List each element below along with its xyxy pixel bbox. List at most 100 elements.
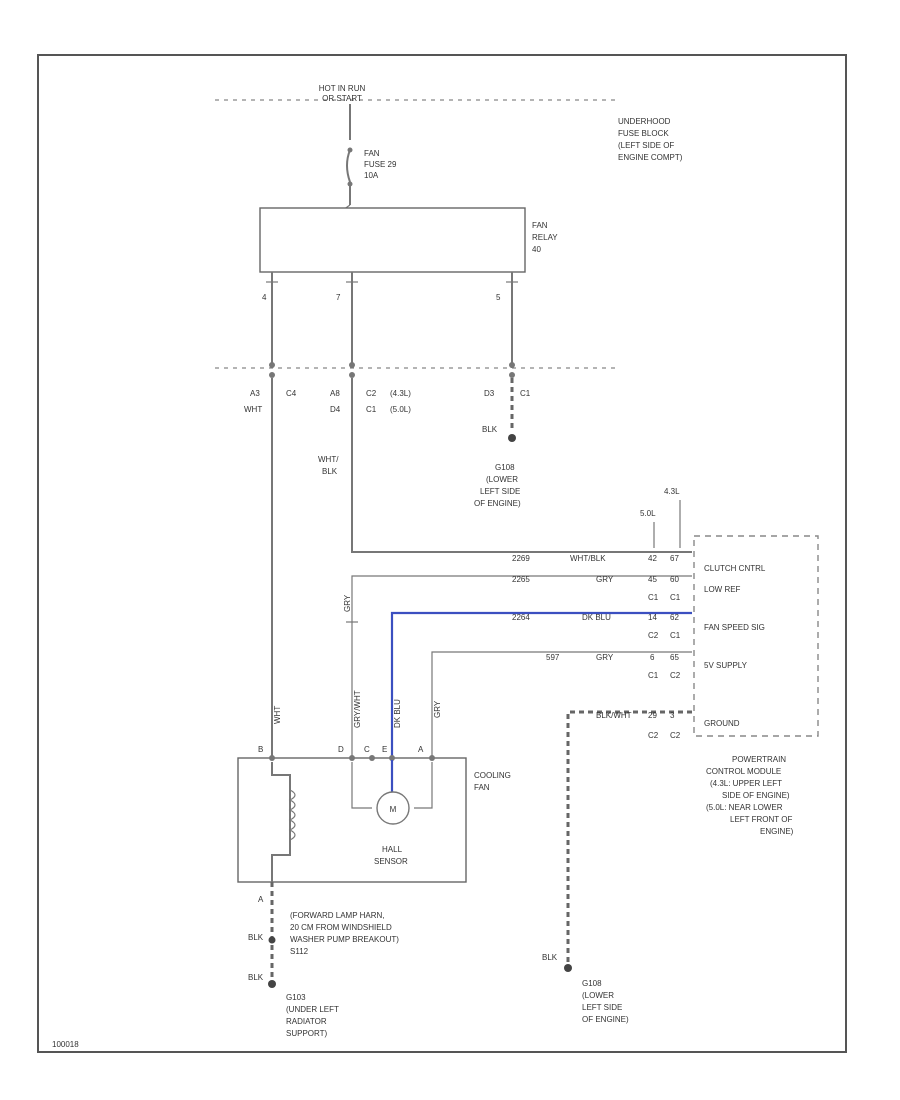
svg-text:65: 65 bbox=[670, 653, 679, 662]
ground-g108-top-2: (LOWER bbox=[486, 475, 518, 484]
svg-text:67: 67 bbox=[670, 554, 679, 563]
svg-text:DK BLU: DK BLU bbox=[582, 613, 611, 622]
fuse-label-2: FUSE 29 bbox=[364, 160, 397, 169]
hall-sensor-label-2: SENSOR bbox=[374, 857, 408, 866]
svg-text:3: 3 bbox=[670, 711, 675, 720]
relay-pin-4: 4 bbox=[262, 293, 267, 302]
svg-text:42: 42 bbox=[648, 554, 657, 563]
svg-text:5V SUPPLY: 5V SUPPLY bbox=[704, 661, 748, 670]
fuse-block-label-2: FUSE BLOCK bbox=[618, 129, 669, 138]
low-ref-wire bbox=[351, 575, 692, 760]
svg-text:C2: C2 bbox=[648, 631, 659, 640]
fan-pin-c: C bbox=[364, 745, 370, 754]
svg-text:GROUND: GROUND bbox=[704, 719, 740, 728]
pcm-box bbox=[693, 535, 819, 737]
svg-text:C2: C2 bbox=[670, 671, 681, 680]
conn-mid-pin-bottom: D4 bbox=[330, 405, 341, 414]
pcm-name: POWERTRAIN CONTROL MODULE (4.3L: UPPER L… bbox=[706, 755, 794, 836]
svg-text:597: 597 bbox=[546, 653, 560, 662]
fuse-block-label-3: (LEFT SIDE OF bbox=[618, 141, 674, 150]
engine-note-5-0: 5.0L bbox=[640, 509, 656, 518]
ground-g108-top-3: LEFT SIDE bbox=[480, 487, 520, 496]
svg-text:C2: C2 bbox=[670, 731, 681, 740]
svg-text:C1: C1 bbox=[670, 631, 681, 640]
five-volt-supply-wire bbox=[431, 651, 692, 760]
conn-left-pin: A3 bbox=[250, 389, 260, 398]
connector-pins bbox=[269, 362, 515, 378]
svg-text:C1: C1 bbox=[648, 671, 659, 680]
hall-sensor-lead-right bbox=[414, 762, 433, 809]
ground-g108-bottom: G108 bbox=[582, 979, 602, 988]
conn-left-color: WHT bbox=[244, 405, 262, 414]
svg-text:62: 62 bbox=[670, 613, 679, 622]
cooling-fan-label: COOLING bbox=[474, 771, 511, 780]
ground-g103-3: RADIATOR bbox=[286, 1017, 327, 1026]
svg-text:2265: 2265 bbox=[512, 575, 530, 584]
fan-relay-label: FAN bbox=[532, 221, 548, 230]
hall-sensor-label: HALL bbox=[382, 845, 403, 854]
ground-g103-2: (UNDER LEFT bbox=[286, 1005, 339, 1014]
pcm-ground-blk: BLK bbox=[542, 953, 558, 962]
fan-connector-pins bbox=[269, 755, 435, 761]
wire-label-dk-blu: DK BLU bbox=[393, 699, 402, 728]
conn-mid-conn-top: C2 bbox=[366, 389, 377, 398]
fuse-block-label: UNDERHOOD bbox=[618, 117, 671, 126]
fan-motor-label: M bbox=[390, 805, 397, 814]
clutch-control-wire bbox=[351, 378, 692, 553]
fan-motor-symbol bbox=[376, 791, 410, 825]
ground-g108-bottom-3: LEFT SIDE bbox=[582, 1003, 622, 1012]
fan-speed-signal-wire bbox=[390, 611, 692, 760]
svg-text:C1: C1 bbox=[648, 593, 659, 602]
wire-label-wht: WHT bbox=[273, 706, 282, 724]
splice-label: (FORWARD LAMP HARN, bbox=[290, 911, 385, 920]
svg-text:CLUTCH CNTRL: CLUTCH CNTRL bbox=[704, 564, 766, 573]
svg-text:ENGINE): ENGINE) bbox=[760, 827, 794, 836]
pcm-row-5: BLK/WHT 29 3 C2 C2 GROUND bbox=[596, 711, 740, 740]
pcm-row-1: 2269 WHT/BLK 42 67 CLUTCH CNTRL bbox=[512, 554, 766, 573]
fan-ground-splice bbox=[268, 936, 276, 944]
svg-text:29: 29 bbox=[648, 711, 657, 720]
fan-ground-blk-2: BLK bbox=[248, 973, 264, 982]
wire-label-gry-top: GRY bbox=[343, 594, 352, 612]
figure-id: 100018 bbox=[52, 1040, 79, 1049]
svg-text:SIDE OF ENGINE): SIDE OF ENGINE) bbox=[722, 791, 790, 800]
splice-label-4: S112 bbox=[290, 947, 309, 956]
fuse-symbol bbox=[346, 147, 353, 187]
svg-text:LEFT FRONT OF: LEFT FRONT OF bbox=[730, 815, 792, 824]
fan-motor-winding bbox=[271, 762, 291, 882]
fuse-block-label-4: ENGINE COMPT) bbox=[618, 153, 683, 162]
relay-ground-point bbox=[508, 434, 516, 442]
power-source-label: HOT IN RUN bbox=[319, 84, 366, 93]
conn-right-pin: D3 bbox=[484, 389, 495, 398]
splice-label-3: WASHER PUMP BREAKOUT) bbox=[290, 935, 399, 944]
svg-text:2269: 2269 bbox=[512, 554, 530, 563]
fan-relay-label-2: RELAY bbox=[532, 233, 558, 242]
pcm-row-2: 2265 GRY 45 60 C1 C1 LOW REF bbox=[512, 575, 741, 602]
conn-mid-note-top: (4.3L) bbox=[390, 389, 411, 398]
conn-mid-pin-top: A8 bbox=[330, 389, 340, 398]
relay-ground-color: BLK bbox=[482, 425, 498, 434]
fan-ground-pin: A bbox=[258, 895, 264, 904]
fan-ground-point bbox=[268, 980, 276, 988]
fan-relay-label-3: 40 bbox=[532, 245, 541, 254]
svg-text:(4.3L: UPPER LEFT: (4.3L: UPPER LEFT bbox=[710, 779, 782, 788]
svg-text:WHT/BLK: WHT/BLK bbox=[570, 554, 606, 563]
power-source-label-2: OR START bbox=[322, 94, 362, 103]
svg-text:6: 6 bbox=[650, 653, 655, 662]
svg-text:BLK/WHT: BLK/WHT bbox=[596, 711, 632, 720]
svg-text:45: 45 bbox=[648, 575, 657, 584]
wire-label-gry: GRY bbox=[433, 700, 442, 718]
svg-text:FAN SPEED SIG: FAN SPEED SIG bbox=[704, 623, 765, 632]
ground-g103: G103 bbox=[286, 993, 306, 1002]
cooling-fan-label-2: FAN bbox=[474, 783, 490, 792]
wht-blk-label: WHT/ bbox=[318, 455, 339, 464]
svg-text:GRY: GRY bbox=[596, 653, 614, 662]
fan-pin-d: D bbox=[338, 745, 344, 754]
fan-motor-coil bbox=[288, 789, 296, 841]
conn-mid-note-bottom: (5.0L) bbox=[390, 405, 411, 414]
conn-mid-conn-bottom: C1 bbox=[366, 405, 377, 414]
fan-ground-blk-1: BLK bbox=[248, 933, 264, 942]
svg-text:14: 14 bbox=[648, 613, 657, 622]
svg-text:POWERTRAIN: POWERTRAIN bbox=[732, 755, 786, 764]
